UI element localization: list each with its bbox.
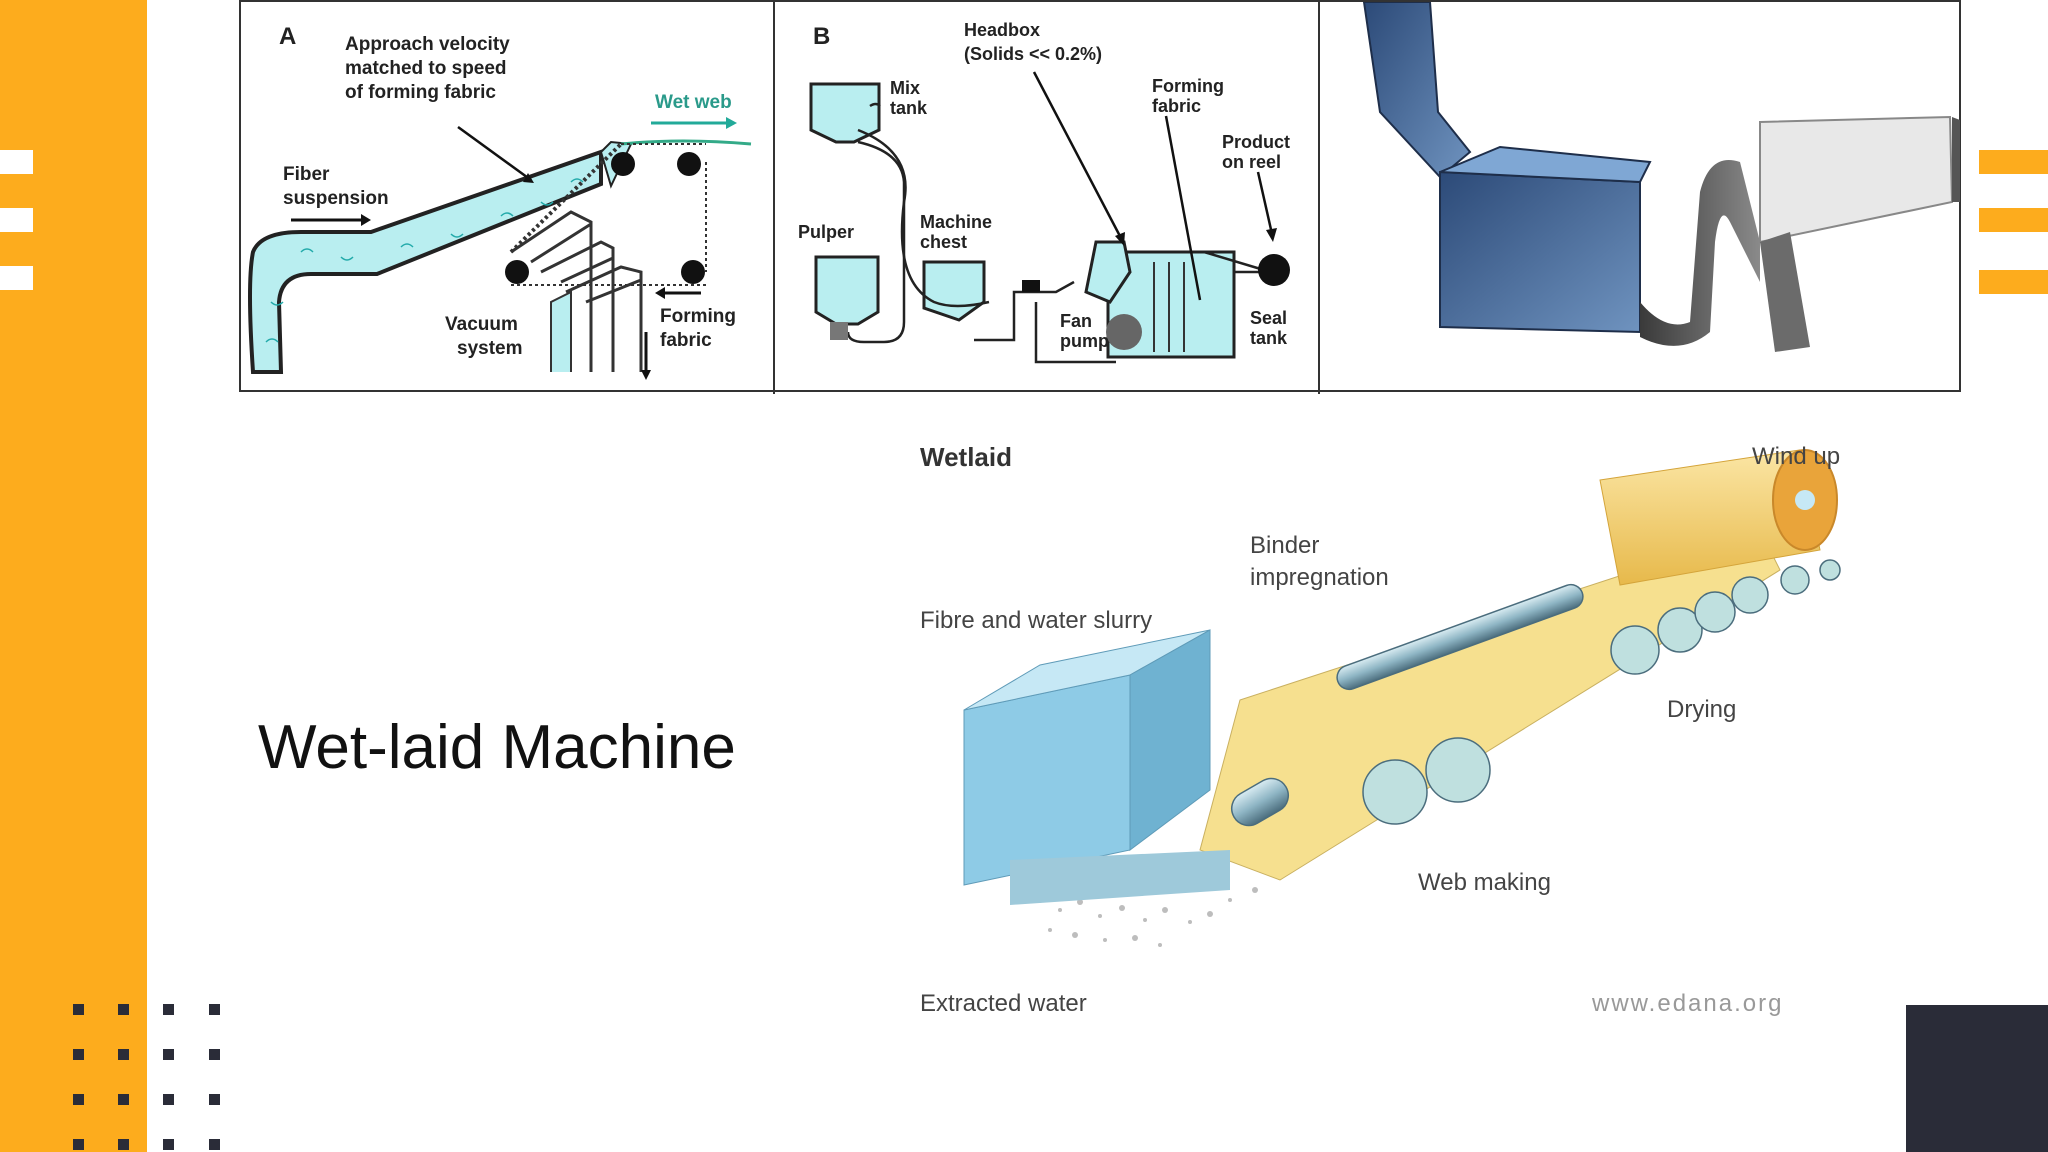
machine-chest-label: chest <box>920 232 967 252</box>
fan-pump-label: pump <box>1060 331 1109 351</box>
watermark: www.edana.org <box>1591 990 1783 1017</box>
vacuum-label: system <box>457 338 523 359</box>
fibre-slurry-label: Fibre and water slurry <box>920 607 1152 634</box>
left-stripe <box>0 150 33 174</box>
machine-chest-label: Machine <box>920 212 992 232</box>
pulper-label: Pulper <box>798 222 854 242</box>
mix-tank-label: tank <box>890 98 928 118</box>
top-image-strip <box>239 0 1961 394</box>
fiber-suspension-label: Fiber <box>283 164 330 185</box>
extracted-water-label: Extracted water <box>920 990 1087 1017</box>
right-stripe <box>1979 208 2048 232</box>
wet-web-label: Wet web <box>655 92 732 113</box>
forming-fabric-label: fabric <box>1152 96 1201 116</box>
approach-label: matched to speed <box>345 58 507 79</box>
drying-label: Drying <box>1667 696 1736 723</box>
approach-label: of forming fabric <box>345 82 496 103</box>
approach-label: Approach velocity <box>345 34 510 55</box>
slide-title: Wet-laid Machine <box>258 713 736 782</box>
mix-tank-label: Mix <box>890 78 920 98</box>
left-stripe <box>0 266 33 290</box>
forming-fabric-label: Forming <box>660 306 736 327</box>
panel-a-letter: A <box>279 23 296 50</box>
left-accent-bar <box>0 0 147 1152</box>
headbox-label: (Solids << 0.2%) <box>964 44 1102 64</box>
wind-up-label: Wind up <box>1752 443 1840 470</box>
panel-a-headbox-schematic: A Approach velocity matched to speed of … <box>248 23 752 380</box>
wetlaid-heading: Wetlaid <box>920 442 1012 472</box>
seal-tank-label: tank <box>1250 328 1288 348</box>
binder-impregnation-label: impregnation <box>1250 564 1389 591</box>
right-stripe <box>1979 270 2048 294</box>
left-stripe <box>0 208 33 232</box>
dark-corner-block <box>1906 1005 2048 1152</box>
seal-tank-label: Seal <box>1250 308 1287 328</box>
product-on-reel-label: on reel <box>1222 152 1281 172</box>
forming-fabric-label: Forming <box>1152 76 1224 96</box>
headbox-label: Headbox <box>964 20 1040 40</box>
wetlaid-process-illustration: Wetlaid Wind up Binder impregnation Fibr… <box>920 442 1841 1017</box>
forming-fabric-label: fabric <box>660 330 712 351</box>
right-stripe <box>1979 150 2048 174</box>
web-making-label: Web making <box>1418 869 1551 896</box>
panel-divider <box>773 2 775 394</box>
panel-b-letter: B <box>813 23 830 50</box>
binder-impregnation-label: Binder <box>1250 532 1319 559</box>
fiber-suspension-label: suspension <box>283 188 389 209</box>
panel-divider <box>1318 2 1320 394</box>
panel-c-3d-headbox-render <box>1362 2 1960 352</box>
panel-b-process-flow: B Headbox (Solids << 0.2%) Mix tank Form… <box>798 20 1290 364</box>
vacuum-label: Vacuum <box>445 314 518 335</box>
fan-pump-label: Fan <box>1060 311 1092 331</box>
product-on-reel-label: Product <box>1222 132 1290 152</box>
